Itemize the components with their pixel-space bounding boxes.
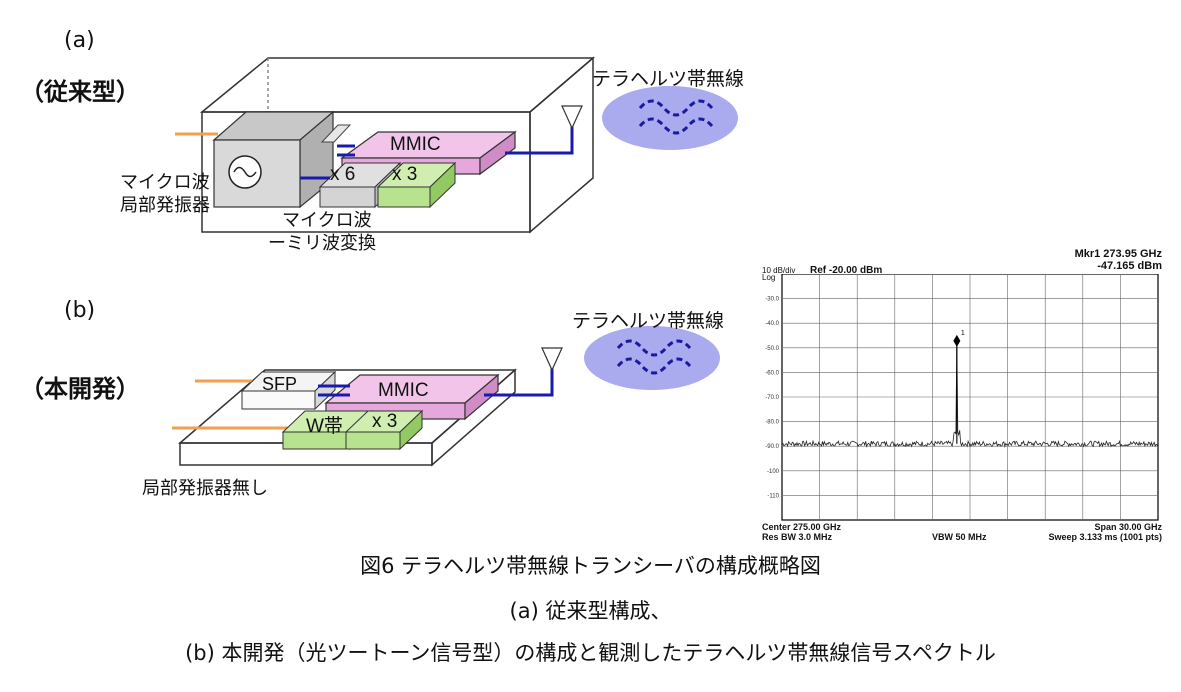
no-lo-label: 局部発振器無し bbox=[142, 478, 268, 499]
figure-caption: 図6 テラヘルツ帯無線トランシーバの構成概略図 bbox=[360, 554, 821, 578]
scale-label: 10 dB/div bbox=[762, 266, 796, 275]
panel-b-x3-box bbox=[344, 409, 424, 451]
marker-diamond bbox=[953, 334, 961, 347]
res-bw: Res BW 3.0 MHz bbox=[762, 532, 833, 542]
panel-b-mmic-label: MMIC bbox=[378, 380, 429, 401]
marker-freq: Mkr1 273.95 GHz bbox=[1074, 248, 1162, 260]
panel-b-thz-wave-icon bbox=[584, 326, 720, 390]
ref-level: Ref -20.00 dBm bbox=[810, 265, 883, 276]
caption-line-a: (a) 従来型構成、 bbox=[509, 599, 672, 623]
x6-label: x 6 bbox=[330, 164, 356, 185]
oscillator-cube bbox=[212, 110, 335, 209]
panel-a-thz-wave-icon bbox=[602, 86, 738, 150]
panel-a-x3-label: x 3 bbox=[392, 164, 418, 185]
panel-b-thz-label: テラヘルツ帯無線 bbox=[572, 310, 725, 332]
y-tick-label: -80.0 bbox=[765, 420, 779, 426]
panel-a-connections bbox=[300, 120, 574, 180]
panel-a-x3-box bbox=[376, 161, 457, 209]
center-freq: Center 275.00 GHz bbox=[762, 522, 842, 532]
y-tick-label: -70.0 bbox=[765, 395, 779, 401]
panel-b-antenna-icon bbox=[541, 347, 563, 372]
y-tick-label: -40.0 bbox=[765, 321, 779, 327]
panel-a-antenna-icon bbox=[561, 105, 583, 130]
panel-b-x3-label: x 3 bbox=[372, 411, 398, 432]
y-tick-label: -100 bbox=[767, 469, 780, 475]
panel-b-connections bbox=[318, 362, 554, 397]
w-band-label: W帯 bbox=[306, 416, 343, 437]
panel-a-label: (a) bbox=[64, 28, 95, 53]
sfp-label: SFP bbox=[262, 374, 298, 394]
conv-label-1: マイクロ波 bbox=[282, 210, 372, 231]
vbw: VBW 50 MHz bbox=[932, 532, 987, 542]
span: Span 30.00 GHz bbox=[1094, 522, 1162, 532]
y-tick-label: -50.0 bbox=[765, 346, 779, 352]
sfp-box bbox=[240, 370, 337, 411]
y-tick-label: -110 bbox=[767, 493, 779, 499]
panel-a-title: （従来型） bbox=[20, 78, 140, 106]
caption-line-b: (b) 本開発（光ツートーン信号型）の構成と観測したテラヘルツ帯無線信号スペクト… bbox=[185, 641, 996, 665]
spectrum-trace bbox=[781, 340, 1159, 448]
panel-a-mmic-label: MMIC bbox=[390, 134, 441, 155]
panel-b-label: (b) bbox=[64, 298, 96, 323]
osc-label-2: 局部発振器 bbox=[120, 195, 210, 216]
y-tick-label: -60.0 bbox=[765, 370, 779, 376]
marker-level: -47.165 dBm bbox=[1097, 260, 1162, 272]
panel-a-thz-label: テラヘルツ帯無線 bbox=[592, 68, 745, 90]
y-tick-label: -90.0 bbox=[765, 444, 779, 450]
sweep: Sweep 3.133 ms (1001 pts) bbox=[1048, 532, 1162, 542]
scale-type: Log bbox=[762, 273, 776, 282]
osc-label-1: マイクロ波 bbox=[120, 172, 210, 193]
panel-b-title: （本開発） bbox=[20, 375, 140, 403]
spectrum-panel: Mkr1 273.95 GHz -47.165 dBm 10 dB/div Lo… bbox=[762, 248, 1162, 548]
marker-id: 1 bbox=[961, 330, 965, 337]
y-tick-label: -30.0 bbox=[765, 297, 779, 303]
spectrum-plot: -30.0 -40.0 -50.0 -60.0 -70.0 -80.0 -90.0 -100 -… bbox=[765, 274, 1159, 521]
conv-label-2: ーミリ波変換 bbox=[268, 233, 376, 254]
